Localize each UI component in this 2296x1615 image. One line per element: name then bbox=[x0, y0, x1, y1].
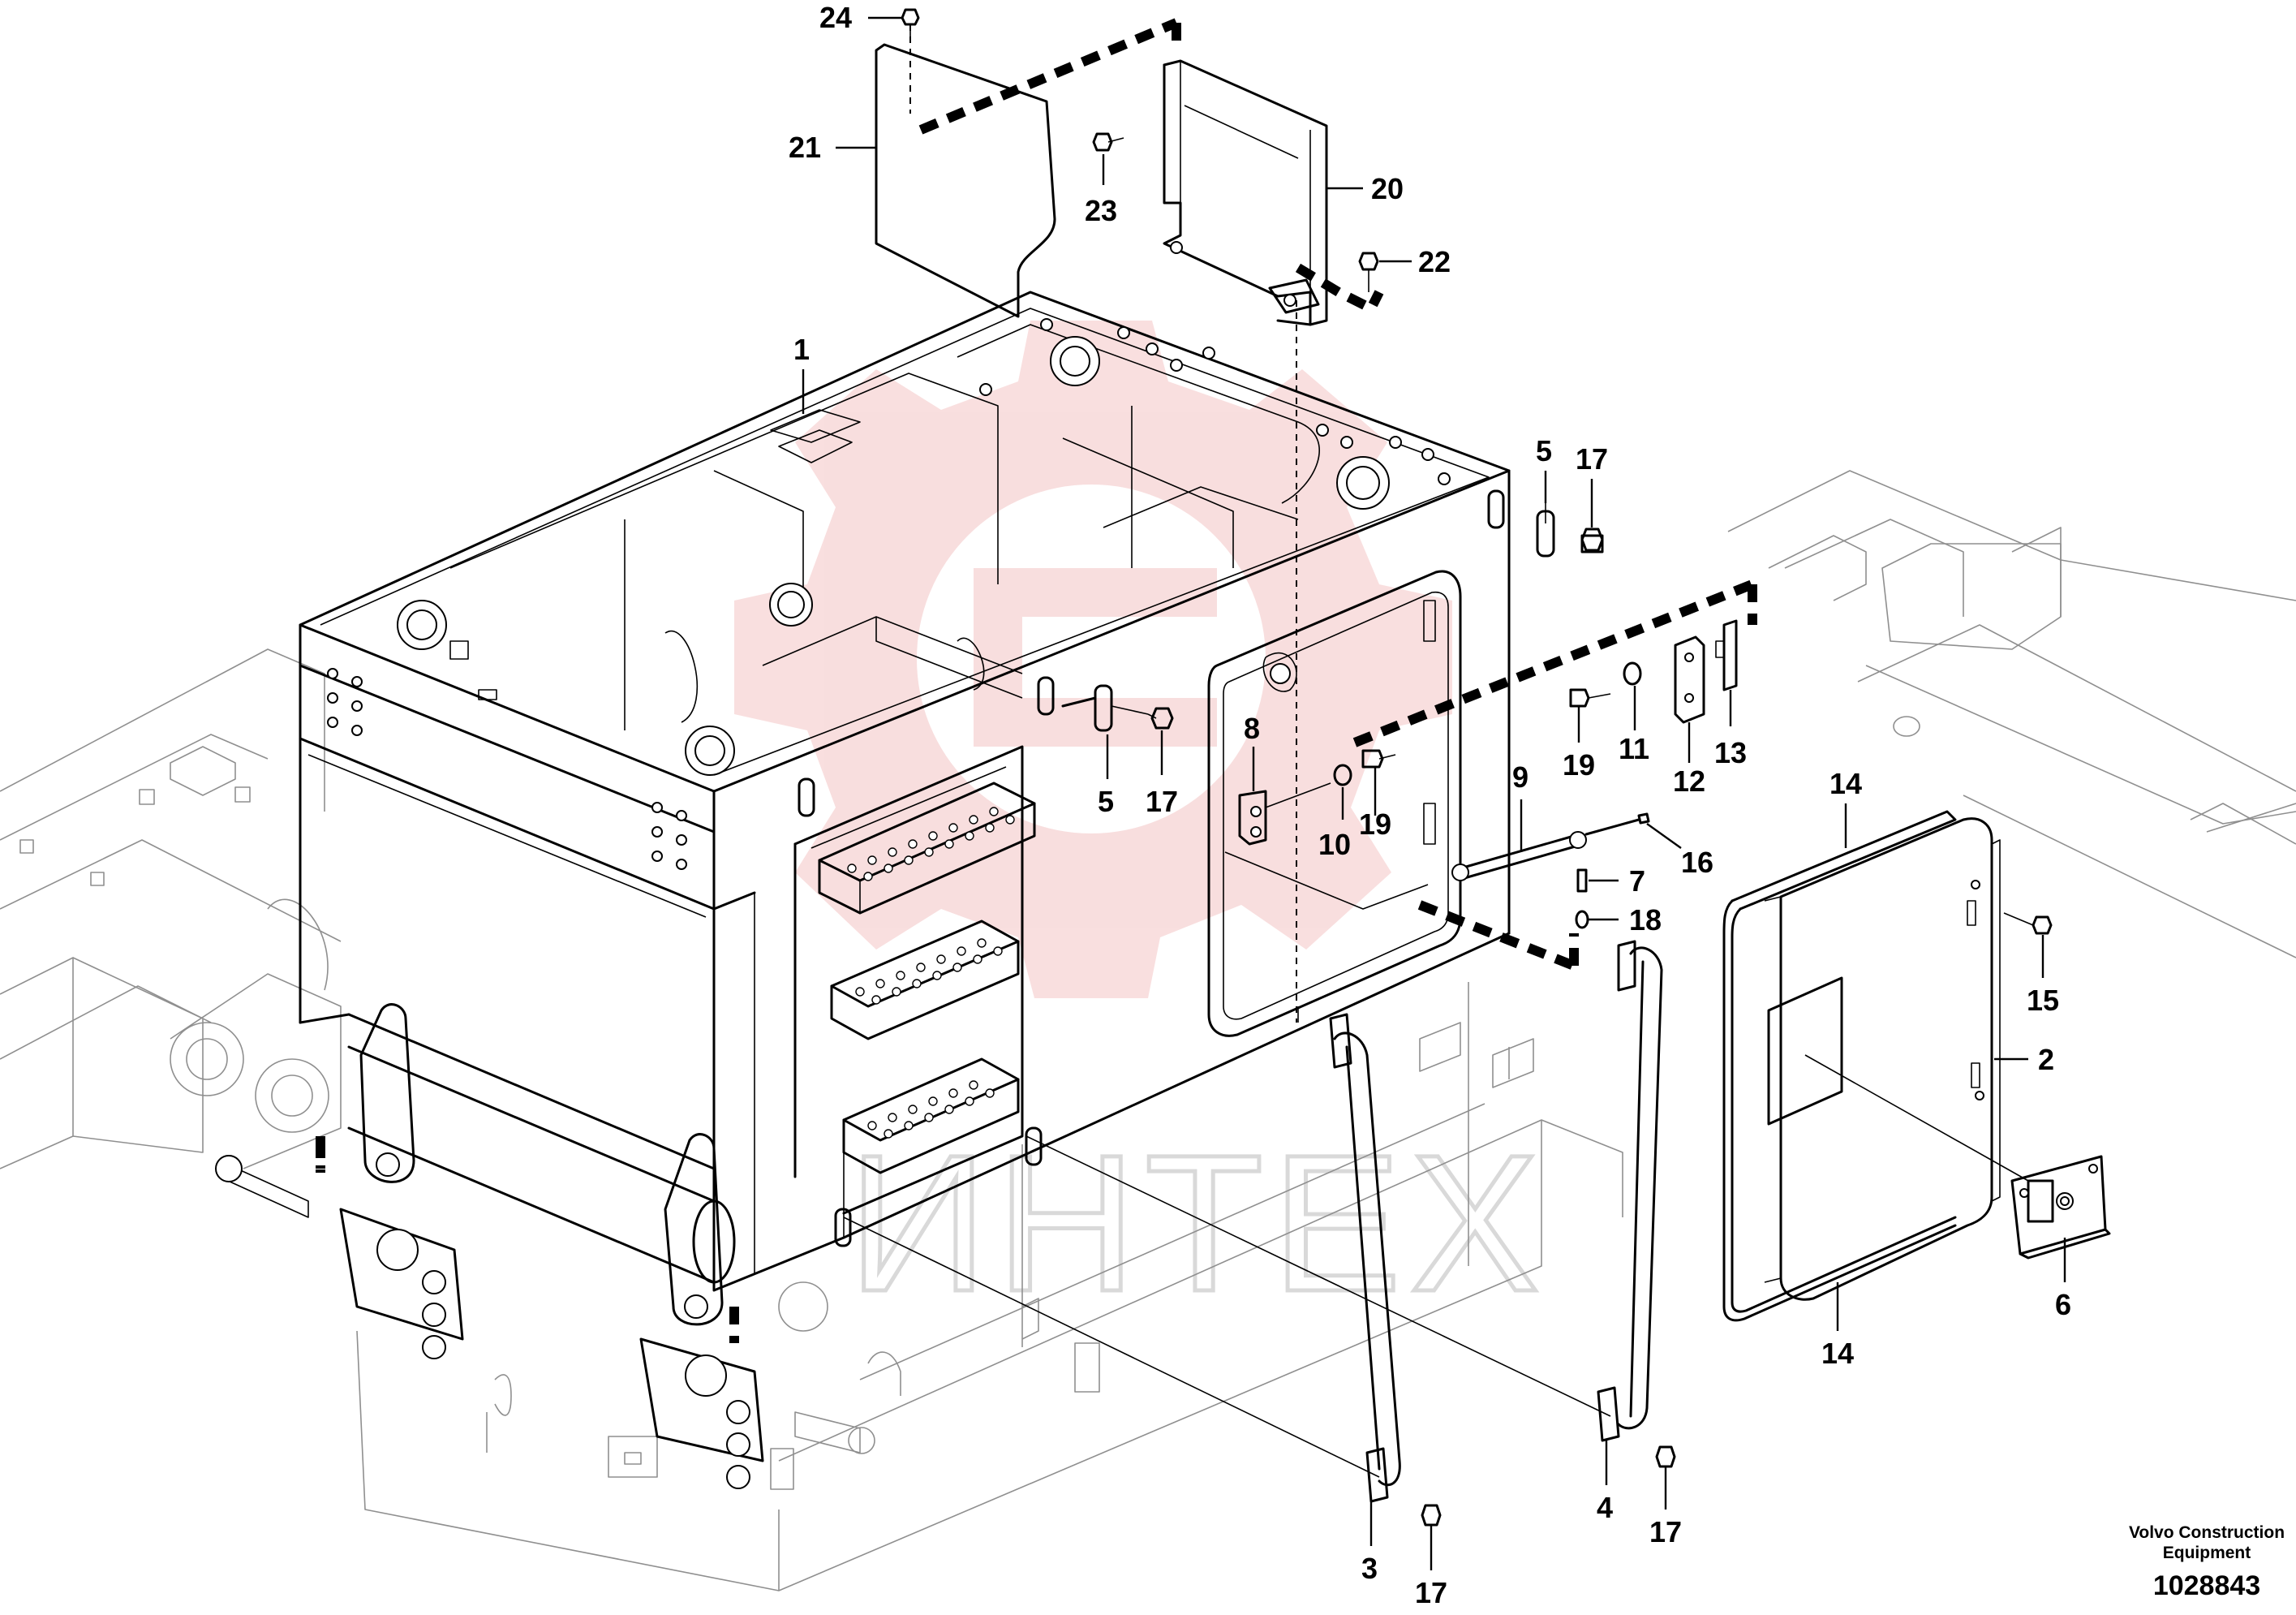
watermark-gear-logo bbox=[734, 321, 1452, 998]
step-holes bbox=[847, 807, 1015, 1139]
callout-17-rail3: 17 bbox=[1415, 1576, 1447, 1609]
bracket-20 bbox=[1163, 59, 1328, 326]
clip-18 bbox=[1575, 910, 1589, 929]
document-number: 1028843 bbox=[2153, 1570, 2260, 1601]
callout-12: 12 bbox=[1673, 764, 1705, 798]
callout-9: 9 bbox=[1512, 760, 1529, 794]
lock-plate-6 bbox=[2010, 1155, 2111, 1260]
callout-19-left: 19 bbox=[1359, 808, 1391, 841]
callout-1: 1 bbox=[793, 333, 810, 366]
callout-labels: 24 21 23 20 22 1 5 17 5 17 8 10 19 19 11… bbox=[789, 1, 2071, 1609]
assembly-dashed-lines bbox=[316, 18, 1757, 1169]
callout-11: 11 bbox=[1619, 732, 1649, 765]
watermark-text: ИНТЕХ bbox=[848, 1114, 1548, 1332]
background-upper-frame-left bbox=[0, 648, 342, 1169]
callout-6: 6 bbox=[2055, 1288, 2071, 1321]
callout-2: 2 bbox=[2038, 1043, 2054, 1076]
callout-13: 13 bbox=[1714, 736, 1747, 769]
callout-4: 4 bbox=[1597, 1491, 1613, 1524]
washer-11 bbox=[1623, 661, 1642, 686]
callout-10: 10 bbox=[1318, 828, 1351, 861]
screws-17 bbox=[1147, 528, 1676, 1527]
callout-21: 21 bbox=[789, 131, 821, 164]
cab-frame bbox=[299, 291, 1511, 1343]
callout-24: 24 bbox=[819, 1, 852, 34]
callout-18: 18 bbox=[1629, 903, 1662, 937]
handrail-guide-lines bbox=[843, 1006, 1611, 1478]
callout-16: 16 bbox=[1681, 846, 1713, 879]
background-upper-frame-right bbox=[1727, 470, 2296, 958]
bolt-22 bbox=[1358, 252, 1379, 292]
bolt-19-right bbox=[1569, 688, 1611, 708]
spring-7 bbox=[1576, 868, 1588, 893]
background-lower-base bbox=[356, 982, 1623, 1591]
leader-lines bbox=[802, 16, 2066, 1570]
bolt-23 bbox=[1092, 132, 1124, 152]
callout-14-bottom: 14 bbox=[1821, 1337, 1854, 1370]
bolt-19-left bbox=[1361, 749, 1396, 769]
handrail-3 bbox=[1329, 1013, 1401, 1503]
callout-5-left: 5 bbox=[1098, 785, 1114, 818]
hinge-13 bbox=[1715, 619, 1738, 691]
callout-17-right: 17 bbox=[1576, 442, 1608, 476]
callout-23: 23 bbox=[1085, 194, 1117, 227]
left-pivot-bracket bbox=[215, 1155, 464, 1359]
brand-line-1: Volvo Construction bbox=[2129, 1523, 2285, 1542]
cover-plate-21 bbox=[875, 43, 1056, 318]
callout-22: 22 bbox=[1418, 245, 1451, 278]
handrail-4 bbox=[1597, 940, 1663, 1442]
callout-15: 15 bbox=[2027, 984, 2059, 1017]
callout-3: 3 bbox=[1361, 1552, 1378, 1585]
hinge-plate-5-left bbox=[1061, 684, 1149, 732]
brand-line-2: Equipment bbox=[2163, 1544, 2251, 1562]
hinge-8 bbox=[1238, 782, 1331, 846]
callout-14-top: 14 bbox=[1829, 767, 1862, 800]
pin-16 bbox=[1584, 812, 1650, 836]
callout-19-right: 19 bbox=[1563, 748, 1595, 782]
frame-front-holes bbox=[327, 668, 687, 870]
right-pivot-bracket bbox=[639, 1337, 875, 1489]
callout-5-right: 5 bbox=[1536, 434, 1552, 467]
callout-7: 7 bbox=[1629, 864, 1645, 898]
document-stamp: Volvo Construction Equipment 1028843 bbox=[2129, 1523, 2285, 1601]
step-plate-3 bbox=[842, 1057, 1020, 1174]
seal-14-bottom bbox=[1722, 1159, 1957, 1322]
link-rod-9 bbox=[1451, 831, 1587, 881]
step-plate-2 bbox=[830, 919, 1020, 1040]
bolt-15 bbox=[2003, 912, 2053, 935]
washer-10 bbox=[1333, 764, 1352, 786]
callout-8: 8 bbox=[1244, 712, 1260, 745]
bolt-24 bbox=[901, 8, 920, 37]
seal-14-top bbox=[1722, 810, 1957, 1292]
callout-17-rail4: 17 bbox=[1649, 1515, 1682, 1548]
door-panel-2 bbox=[1764, 817, 2029, 1301]
step-plate-1 bbox=[818, 782, 1036, 915]
callout-17-left: 17 bbox=[1146, 785, 1178, 818]
hinge-12 bbox=[1674, 635, 1705, 724]
callout-20: 20 bbox=[1371, 172, 1404, 205]
